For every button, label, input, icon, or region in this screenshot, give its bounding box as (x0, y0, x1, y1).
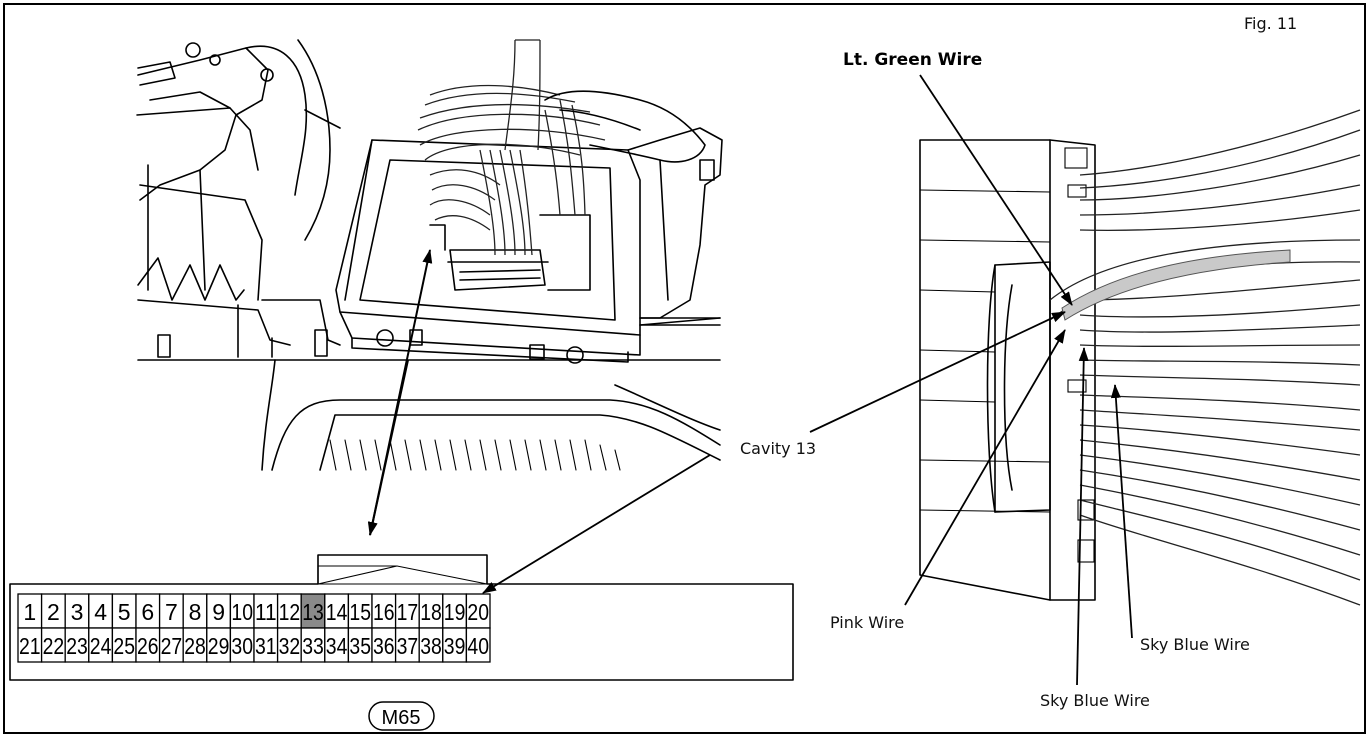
pin-number-24: 24 (90, 633, 112, 659)
sky-blue-wire-label-upper: Sky Blue Wire (1140, 635, 1250, 654)
pin-cavity-40 (465, 627, 491, 663)
pin-number-16: 16 (373, 599, 395, 625)
pin-number-39: 39 (444, 633, 466, 659)
pin-number-19: 19 (444, 599, 466, 625)
pin-number-15: 15 (349, 599, 371, 625)
lt-green-wire-shape (1061, 249, 1291, 321)
pin-number-33: 33 (302, 633, 324, 659)
pin-number-3: 3 (71, 599, 84, 625)
figure-frame (3, 3, 1366, 734)
pin-number-31: 31 (255, 633, 277, 659)
pin-number-5: 5 (118, 599, 131, 625)
pin-number-27: 27 (161, 633, 183, 659)
pink-wire-label: Pink Wire (830, 613, 904, 632)
pin-number-37: 37 (397, 633, 419, 659)
pin-number-10: 10 (231, 599, 253, 625)
pin-number-18: 18 (420, 599, 442, 625)
pin-number-25: 25 (113, 633, 135, 659)
pin-number-4: 4 (94, 599, 107, 625)
pin-number-6: 6 (141, 599, 154, 625)
pin-number-21: 21 (19, 633, 41, 659)
pin-number-22: 22 (43, 633, 65, 659)
figure-label: Fig. 11 (1244, 14, 1297, 33)
pin-number-8: 8 (189, 599, 202, 625)
pin-number-36: 36 (373, 633, 395, 659)
pin-number-1: 1 (23, 599, 36, 625)
pin-number-40: 40 (467, 633, 489, 659)
lt-green-wire-label: Lt. Green Wire (843, 50, 982, 70)
dashboard-module-illustration (136, 39, 723, 536)
pin-number-38: 38 (420, 633, 442, 659)
pin-number-17: 17 (397, 599, 419, 625)
cavity-13-label: Cavity 13 (740, 439, 816, 458)
pin-number-28: 28 (184, 633, 206, 659)
pin-number-7: 7 (165, 599, 178, 625)
pin-number-32: 32 (279, 633, 301, 659)
pin-number-35: 35 (349, 633, 371, 659)
pin-number-2: 2 (47, 599, 60, 625)
sky-blue-wire-label-lower: Sky Blue Wire (1040, 691, 1150, 710)
pin-number-26: 26 (137, 633, 159, 659)
pin-number-11: 11 (255, 599, 277, 625)
pin-number-14: 14 (326, 599, 348, 625)
pin-number-34: 34 (326, 633, 348, 659)
pin-number-9: 9 (212, 599, 225, 625)
pin-number-23: 23 (66, 633, 88, 659)
connector-closeup-illustration: Lt. Green Wire Cavity 13 Pink Wire Sky B… (482, 50, 1361, 710)
pin-number-29: 29 (208, 633, 230, 659)
pin-number-12: 12 (279, 599, 301, 625)
connector-code: M65 (382, 707, 421, 729)
connector-code-badge (368, 701, 435, 731)
pin-number-20: 20 (467, 599, 489, 625)
pin-number-13: 13 (302, 599, 324, 625)
pin-number-30: 30 (231, 633, 253, 659)
